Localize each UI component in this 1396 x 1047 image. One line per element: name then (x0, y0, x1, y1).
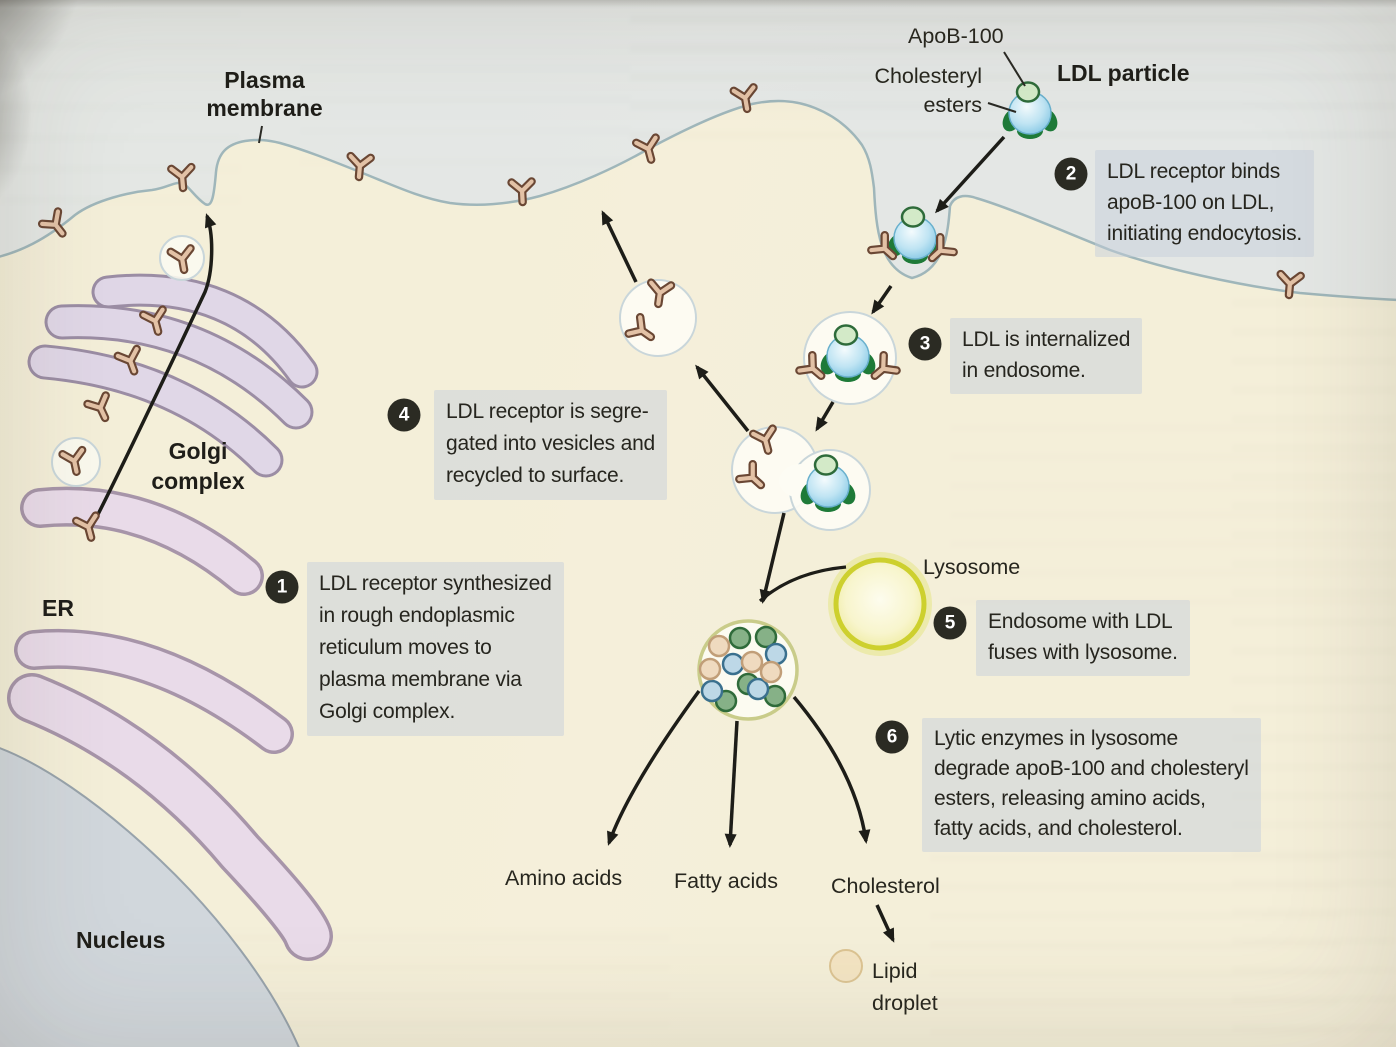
label-plasma-membrane: Plasma membrane (172, 66, 357, 122)
step-text-line: esters, releasing amino acids, (934, 787, 1206, 810)
step-text-line: plasma membrane via (319, 668, 522, 691)
label-amino-acids: Amino acids (505, 866, 623, 890)
step-1-badge: 1 (265, 570, 299, 604)
step-5-text: Endosome with LDL fuses with lysosome. (976, 600, 1190, 676)
label-line: droplet (872, 991, 938, 1015)
step-text-line: degrade apoB-100 and cholesteryl (934, 757, 1249, 780)
step-number: 2 (1065, 163, 1077, 184)
label-golgi-complex: Golgi complex (140, 436, 256, 496)
step-number: 1 (276, 576, 288, 597)
step-number: 3 (919, 333, 931, 354)
label-er: ER (42, 595, 74, 621)
step-5-badge: 5 (933, 606, 967, 640)
step-3-badge: 3 (908, 327, 942, 361)
label-lysosome: Lysosome (923, 555, 1021, 579)
step-1-text: LDL receptor synthesized in rough endopl… (307, 562, 564, 736)
step-text-line: LDL receptor is segre- (446, 400, 649, 423)
step-text-line: apoB-100 on LDL, (1107, 191, 1275, 214)
step-6-text: Lytic enzymes in lysosome degrade apoB-1… (922, 718, 1261, 852)
lipid-droplet-icon (829, 949, 863, 983)
step-6-badge: 6 (875, 720, 909, 754)
secondary-lysosome-icon (697, 619, 799, 721)
step-text-line: fuses with lysosome. (988, 641, 1178, 664)
step-text-line: Endosome with LDL (988, 610, 1173, 633)
step-text-line: gated into vesicles and (446, 432, 656, 455)
label-line: membrane (206, 95, 323, 121)
lysosome-icon (833, 557, 927, 651)
label-cholesterol: Cholesterol (831, 874, 940, 898)
step-3-text: LDL is internalized in endosome. (950, 318, 1143, 394)
step-text-line: initiating endocytosis. (1107, 222, 1303, 245)
step-2-badge: 2 (1054, 157, 1088, 191)
step-number: 4 (398, 404, 410, 425)
step-number: 6 (886, 726, 898, 747)
step-text-line: in endosome. (962, 359, 1086, 382)
label-fatty-acids: Fatty acids (674, 869, 778, 893)
label-line: Lipid (872, 959, 918, 983)
step-4-text: LDL receptor is segre- gated into vesicl… (434, 390, 668, 500)
step-text-line: fatty acids, and cholesterol. (934, 817, 1183, 840)
step-text-line: in rough endoplasmic (319, 604, 515, 627)
label-nucleus: Nucleus (76, 927, 166, 953)
step-text-line: reticulum moves to (319, 636, 492, 659)
label-lipid-droplet: Lipid droplet (872, 955, 938, 1019)
step-text-line: LDL receptor binds (1107, 160, 1281, 183)
step-2-text: LDL receptor binds apoB-100 on LDL, init… (1095, 150, 1315, 257)
step-number: 5 (944, 612, 956, 633)
step-text-line: LDL receptor synthesized (319, 572, 552, 595)
label-line: Golgi (168, 438, 228, 464)
label-line: Plasma (224, 67, 305, 93)
label-line: esters (923, 93, 982, 117)
step-text-line: Lytic enzymes in lysosome (934, 727, 1178, 750)
label-ldl-particle: LDL particle (1057, 60, 1190, 86)
label-line: complex (151, 468, 245, 494)
label-cholesteryl-esters: Cholesteryl esters (820, 62, 982, 120)
step-text-line: Golgi complex. (319, 700, 456, 723)
step-text-line: recycled to surface. (446, 464, 625, 487)
step-4-badge: 4 (387, 398, 421, 432)
label-apob-100: ApoB-100 (908, 24, 1004, 48)
label-line: Cholesteryl (874, 64, 982, 88)
step-text-line: LDL is internalized (962, 328, 1131, 351)
